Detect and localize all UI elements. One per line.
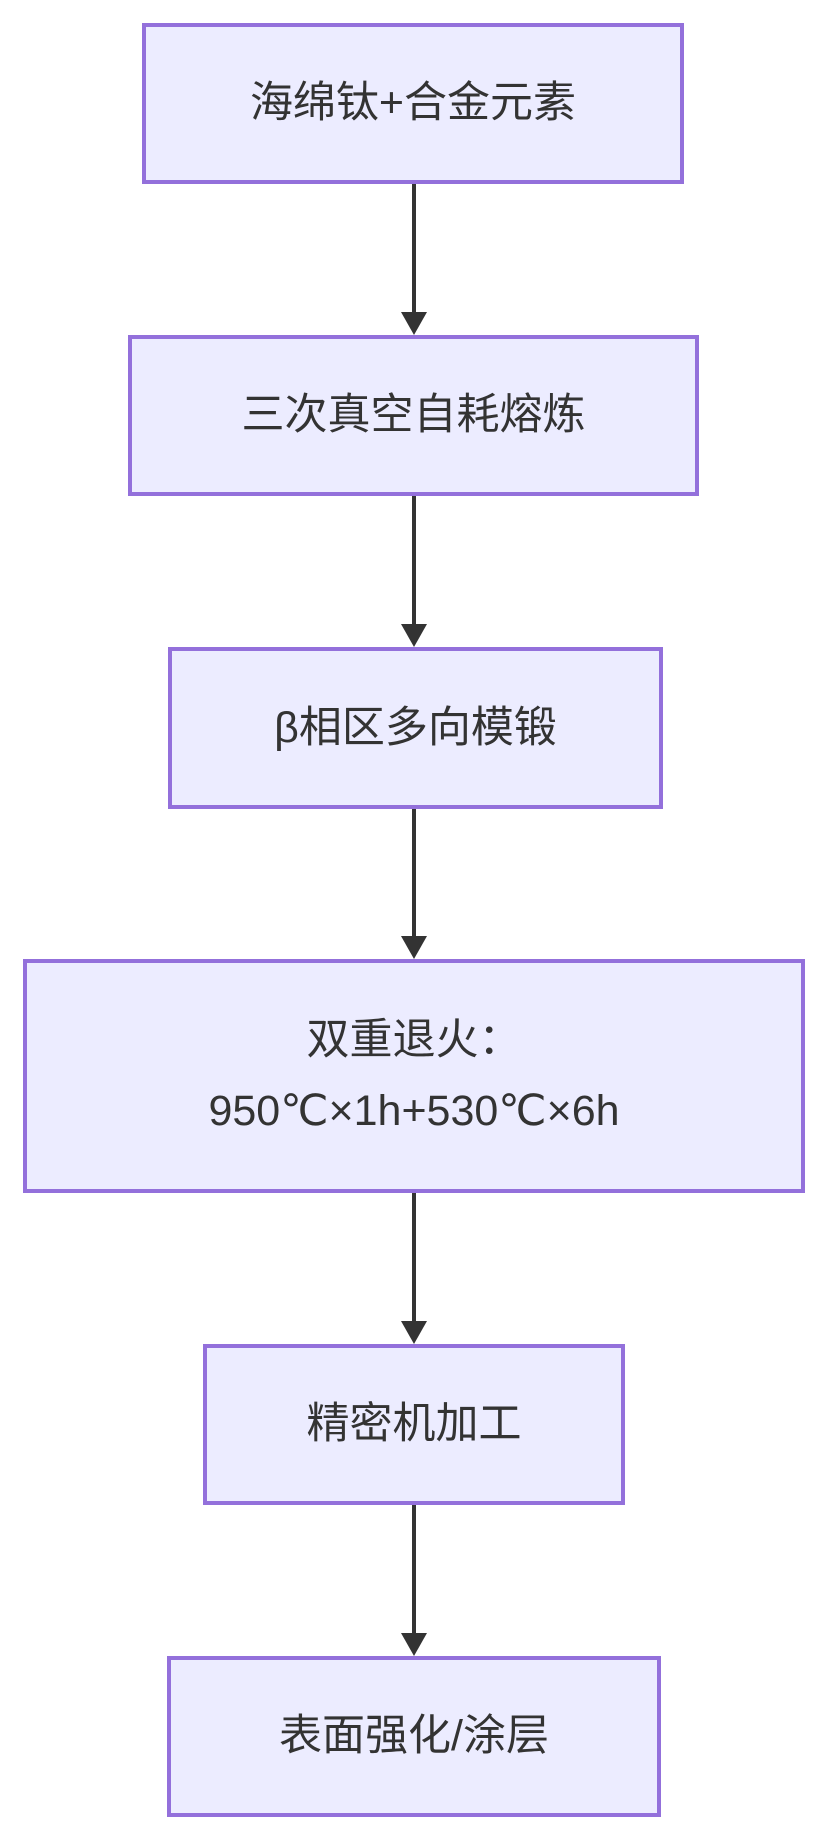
- arrow-line-3: [412, 809, 416, 936]
- arrow-line-2: [412, 496, 416, 624]
- node-machining: 精密机加工: [203, 1344, 625, 1505]
- node-vacuum-melting-label: 三次真空自耗熔炼: [241, 391, 586, 440]
- node-surface-coating-label: 表面强化/涂层: [279, 1712, 549, 1761]
- arrow-line-1: [412, 184, 416, 312]
- node-double-annealing-label: 双重退火： 950℃×1h+530℃×6h: [208, 1016, 620, 1135]
- node-raw-material: 海绵钛+合金元素: [142, 23, 684, 184]
- node-surface-coating: 表面强化/涂层: [167, 1656, 661, 1817]
- arrowhead-down-icon: [401, 1633, 427, 1656]
- node-die-forging-label: β相区多向模锻: [274, 703, 557, 752]
- node-die-forging: β相区多向模锻: [168, 647, 663, 809]
- node-machining-label: 精密机加工: [306, 1400, 522, 1449]
- arrowhead-down-icon: [401, 1321, 427, 1344]
- arrowhead-down-icon: [401, 936, 427, 959]
- arrow-line-4: [412, 1193, 416, 1321]
- arrowhead-down-icon: [401, 624, 427, 647]
- arrowhead-down-icon: [401, 312, 427, 335]
- arrow-line-5: [412, 1505, 416, 1633]
- node-vacuum-melting: 三次真空自耗熔炼: [128, 335, 699, 496]
- node-raw-material-label: 海绵钛+合金元素: [249, 79, 577, 128]
- node-double-annealing: 双重退火： 950℃×1h+530℃×6h: [23, 959, 805, 1193]
